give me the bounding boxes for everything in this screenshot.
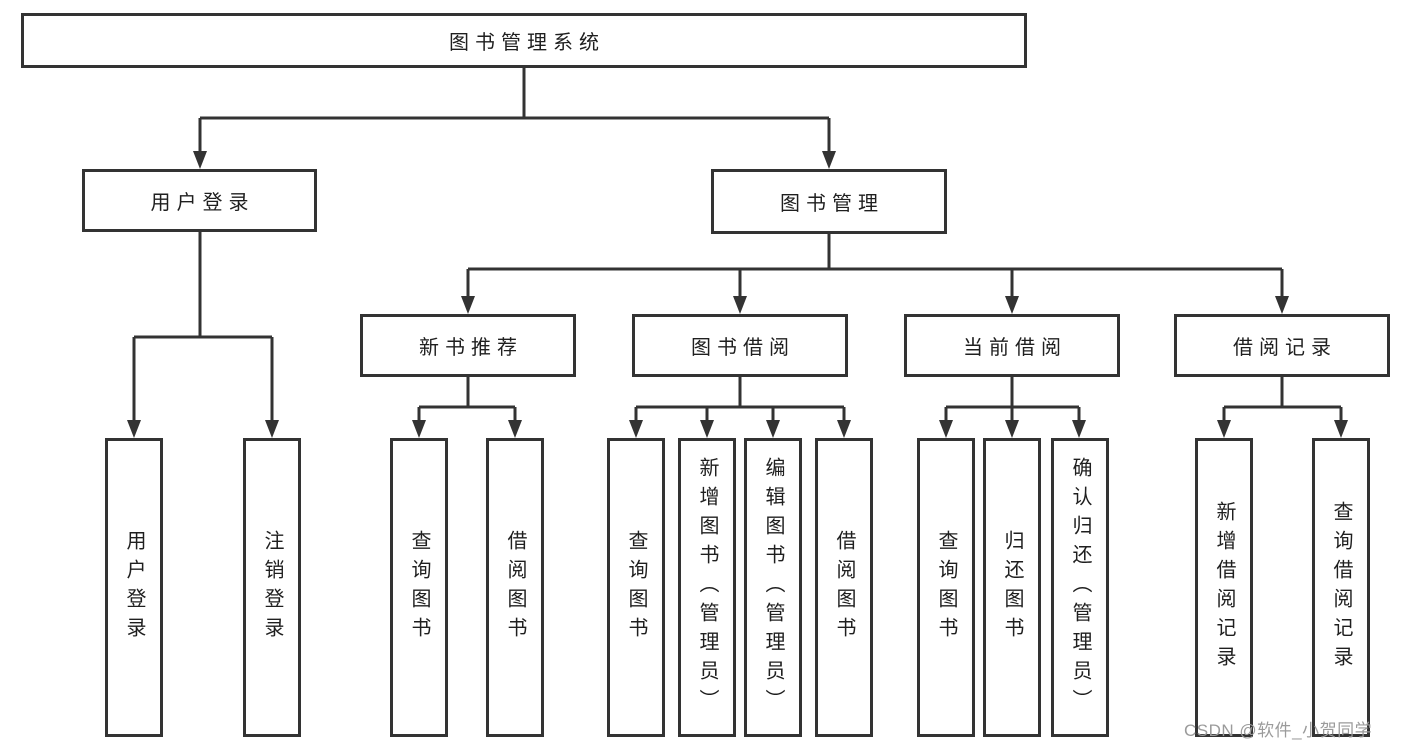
leaf-label: 归还图书	[1001, 529, 1023, 646]
leaf-query-borrow-record: 查询借阅记录	[1312, 438, 1370, 737]
leaf-label: 查询图书	[935, 529, 957, 646]
leaf-add-borrow-record: 新增借阅记录	[1195, 438, 1253, 737]
leaf-label: 注销登录	[261, 529, 283, 646]
leaf-query-books-current: 查询图书	[917, 438, 975, 737]
leaf-label: 新增图书（管理员）	[696, 457, 718, 718]
node-root: 图书管理系统	[21, 13, 1027, 68]
node-book-borrowing: 图书借阅	[632, 314, 848, 377]
node-book-management: 图书管理	[711, 169, 947, 234]
leaf-label: 确认归还（管理员）	[1069, 457, 1091, 718]
leaf-user-login: 用户登录	[105, 438, 163, 737]
leaf-label: 查询借阅记录	[1330, 500, 1352, 675]
leaf-confirm-return-admin: 确认归还（管理员）	[1051, 438, 1109, 737]
node-user-login: 用户登录	[82, 169, 317, 232]
node-current-borrowing: 当前借阅	[904, 314, 1120, 377]
csdn-watermark: CSDN @软件_小贺同学	[1184, 721, 1373, 740]
leaf-label: 借阅图书	[504, 529, 526, 646]
leaf-query-books-borrowing: 查询图书	[607, 438, 665, 737]
node-new-book-recommend: 新书推荐	[360, 314, 576, 377]
leaf-add-books-admin: 新增图书（管理员）	[678, 438, 736, 737]
leaf-logout: 注销登录	[243, 438, 301, 737]
leaf-label: 查询图书	[408, 529, 430, 646]
node-borrowing-records: 借阅记录	[1174, 314, 1390, 377]
leaf-label: 编辑图书（管理员）	[762, 457, 784, 718]
leaf-label: 查询图书	[625, 529, 647, 646]
leaf-label: 用户登录	[123, 529, 145, 646]
leaf-borrow-books-borrowing: 借阅图书	[815, 438, 873, 737]
connector-paths	[132, 68, 1343, 421]
leaf-borrow-books-recommend: 借阅图书	[486, 438, 544, 737]
leaf-label: 新增借阅记录	[1213, 500, 1235, 675]
leaf-query-books-recommend: 查询图书	[390, 438, 448, 737]
leaf-edit-books-admin: 编辑图书（管理员）	[744, 438, 802, 737]
leaf-label: 借阅图书	[833, 529, 855, 646]
leaf-return-books: 归还图书	[983, 438, 1041, 737]
